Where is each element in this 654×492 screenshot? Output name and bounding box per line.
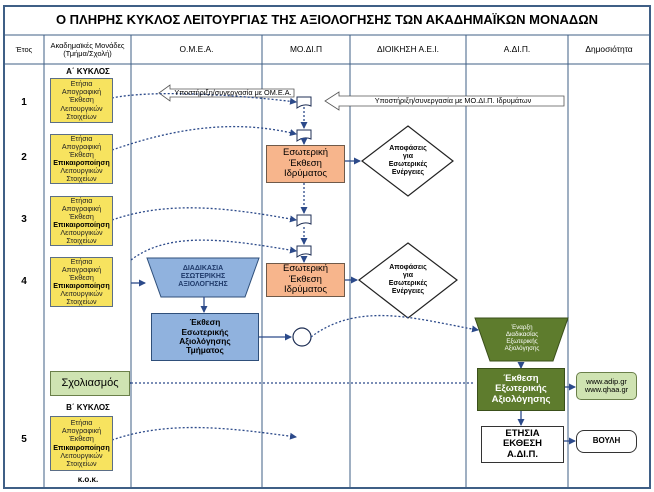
flow-arrow — [130, 239, 297, 261]
box-text: Λειτουργικών Στοιχείων — [60, 166, 103, 184]
annual-report-box: Ετήσια Απογραφική Έκθεση Λειτουργικών Στ… — [50, 78, 113, 123]
box-text: Λειτουργικών Στοιχείων — [60, 289, 103, 307]
box-text: Ετήσια Απογραφική Έκθεση — [61, 418, 102, 444]
external-start-label: Έναρξη Διαδικασίας Εξωτερικής Αξιολόγηση… — [504, 324, 540, 352]
header-year: Έτος — [15, 44, 33, 54]
box-text-bold: Επικαιροποίηση — [53, 158, 110, 167]
box-text: Ετήσια Απογραφική Έκθεση — [61, 79, 102, 105]
header-adip: Α.ΔΙ.Π. — [503, 44, 531, 55]
annual-report-adip-box: ΕΤΗΣΙΑ ΕΚΘΕΣΗ Α.ΔΙ.Π. — [481, 426, 564, 463]
header-omea: Ο.Μ.Ε.Α. — [179, 44, 214, 55]
websites-box: www.adip.gr www.qhaa.gr — [576, 372, 637, 400]
header-administration: ΔΙΟΙΚΗΣΗ Α.Ε.Ι. — [377, 44, 439, 55]
decisions-label: Αποφάσεις για Εσωτερικές Ενέργειες — [388, 264, 428, 295]
support-omea-arrow — [158, 84, 295, 102]
second-cycle-label: Β΄ ΚΥΚΛΟΣ — [66, 402, 110, 412]
year-number: 1 — [21, 97, 27, 109]
flow-arrow — [310, 314, 479, 338]
annual-report-update-box: Ετήσια Απογραφική Έκθεση Επικαιροποίηση … — [50, 134, 113, 184]
box-text: Ετήσια Απογραφική Έκθεση — [61, 133, 102, 159]
column-dividers — [43, 35, 569, 488]
diagram-title: Ο ΠΛΗΡΗΣ ΚΥΚΛΟΣ ΛΕΙΤΟΥΡΓΙΑΣ ΤΗΣ ΑΞΙΟΛΟΓΗ… — [55, 12, 599, 28]
box-text: Λειτουργικών Στοιχείων — [60, 228, 103, 246]
support-modip-label: Υποστήριξη/συνεργασία με ΜΟ.ΔΙ.Π. Ιδρυμά… — [374, 95, 532, 105]
internal-process-trapezoid — [146, 257, 260, 298]
header-academic-units: Ακαδημαϊκές Μονάδες (Τμήμα/Σχολή) — [50, 40, 125, 58]
internal-report-box: Εσωτερική Έκθεση Ιδρύματος — [266, 263, 345, 297]
document-icon — [296, 129, 312, 142]
flow-arrow — [111, 426, 297, 441]
annual-report-update-box: Ετήσια Απογραφική Έκθεση Επικαιροποίηση … — [50, 196, 113, 246]
flow-arrow — [111, 126, 297, 151]
flow-arrow — [111, 207, 297, 223]
year-number: 2 — [21, 152, 27, 164]
header-modip: ΜΟ.ΔΙ.Π — [289, 44, 323, 55]
decisions-diamond-1 — [361, 125, 454, 197]
internal-report-box: Εσωτερική Έκθεση Ιδρύματος — [266, 145, 345, 183]
flow-arrow — [111, 93, 297, 105]
annual-report-update-box: Ετήσια Απογραφική Έκθεση Επικαιροποίηση … — [50, 257, 113, 307]
decisions-label: Αποφάσεις για Εσωτερικές Ενέργειες — [388, 145, 428, 176]
annual-report-update-box: Ετήσια Απογραφική Έκθεση Επικαιροποίηση … — [50, 416, 113, 471]
document-icon — [296, 214, 312, 227]
document-icon — [296, 96, 312, 109]
external-start-trapezoid — [474, 317, 569, 362]
junction-circle — [292, 327, 312, 347]
box-text: Ετήσια Απογραφική Έκθεση — [61, 195, 102, 221]
etc-label: κ.ο.κ. — [77, 474, 99, 484]
year-number: 5 — [21, 434, 27, 446]
box-text-bold: Επικαιροποίηση — [53, 281, 110, 290]
header-publicity: Δημοσιότητα — [585, 44, 633, 55]
internal-process-label: ΔΙΑΔΙΚΑΣΙΑ ΕΣΩΤΕΡΙΚΗΣ ΑΞΙΟΛΟΓΗΣΗΣ — [178, 265, 228, 288]
department-report-box: Έκθεση Εσωτερικής Αξιολόγησης Τμήματος — [151, 313, 259, 361]
box-text: Λειτουργικών Στοιχείων — [60, 103, 103, 121]
external-report-box: Έκθεση Εξωτερικής Αξιολόγησης — [477, 368, 565, 411]
document-icon — [296, 245, 312, 258]
support-modip-arrow — [324, 91, 565, 111]
box-text-bold: Επικαιροποίηση — [53, 220, 110, 229]
box-text: Λειτουργικών Στοιχείων — [60, 450, 103, 468]
first-cycle-label: Α΄ ΚΥΚΛΟΣ — [66, 66, 110, 76]
year-number: 3 — [21, 214, 27, 226]
comments-box: Σχολιασμός — [50, 371, 130, 396]
year-number: 4 — [21, 276, 27, 288]
box-text: Ετήσια Απογραφική Έκθεση — [61, 256, 102, 282]
outer-frame — [3, 5, 651, 489]
parliament-box: ΒΟΥΛΗ — [576, 430, 637, 453]
box-text-bold: Επικαιροποίηση — [53, 442, 110, 452]
support-omea-label: Υποστήριξη/συνεργασία με ΟΜ.Ε.Α. — [174, 87, 292, 97]
